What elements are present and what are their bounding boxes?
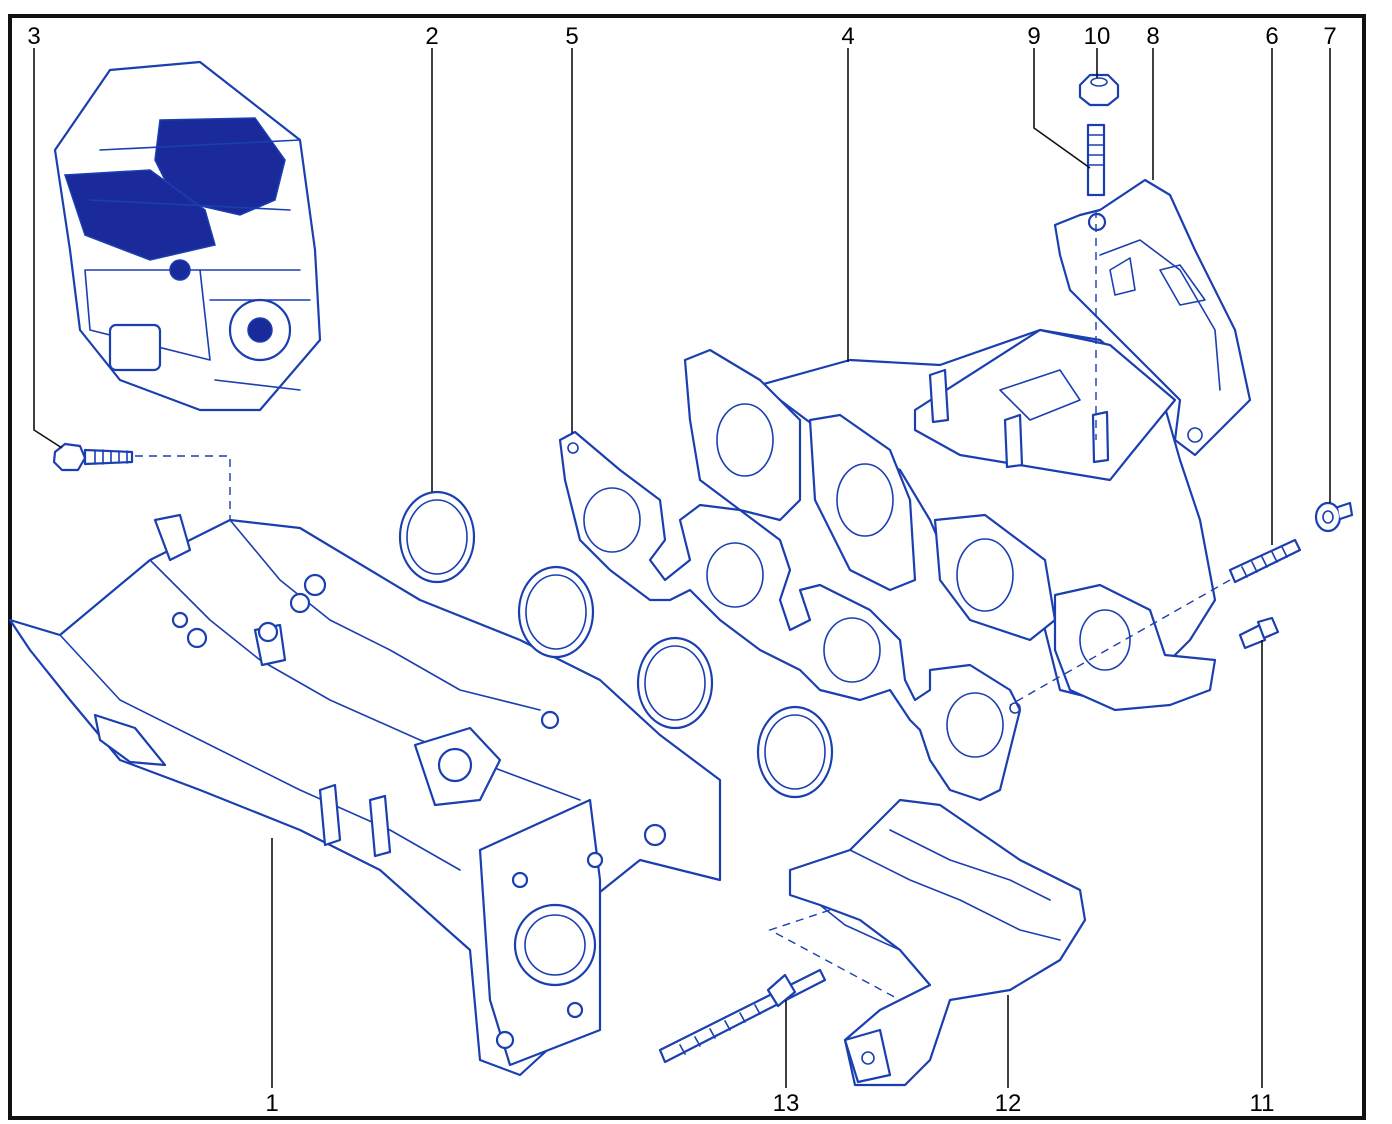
part-3-bolt — [52, 442, 134, 472]
part-6-alignment-line — [1009, 579, 1231, 706]
callout-labels: 1 2 3 4 5 6 7 8 9 10 11 12 13 — [27, 23, 1336, 1117]
callout-7: 7 — [1323, 23, 1336, 50]
leader-3 — [33, 48, 63, 449]
callout-10: 10 — [1084, 23, 1111, 50]
part-8-heat-shield — [1053, 178, 1252, 457]
part-7-nut — [1314, 501, 1354, 533]
callout-12: 12 — [995, 1090, 1022, 1117]
callout-5: 5 — [565, 23, 578, 50]
part-12-alignment-line — [768, 909, 901, 1001]
part-4-exhaust-manifold — [683, 328, 1217, 712]
part-11-bolt — [1238, 616, 1280, 650]
callout-13: 13 — [773, 1090, 800, 1117]
part-6-stud — [1228, 538, 1302, 584]
callout-1: 1 — [265, 1090, 278, 1117]
part-13-long-stud — [658, 968, 827, 1064]
engine-overview-illustration — [53, 60, 322, 412]
callout-6: 6 — [1265, 23, 1278, 50]
callout-3: 3 — [27, 23, 40, 50]
callout-11: 11 — [1250, 1090, 1275, 1117]
diagram-frame — [8, 14, 1366, 1120]
part-2-seal-rings — [398, 490, 834, 799]
part-9-stud — [1086, 123, 1106, 197]
part-1-intake-manifold — [8, 513, 722, 1077]
leader-lines — [33, 48, 1331, 1088]
part-12-bracket — [788, 798, 1087, 1087]
callout-2: 2 — [425, 23, 438, 50]
leader-9 — [1033, 48, 1091, 169]
part-10-nut — [1078, 73, 1120, 107]
part-5-exhaust-gasket — [558, 430, 1022, 802]
callout-8: 8 — [1146, 23, 1159, 50]
callout-9: 9 — [1027, 23, 1040, 50]
callout-4: 4 — [841, 23, 854, 50]
